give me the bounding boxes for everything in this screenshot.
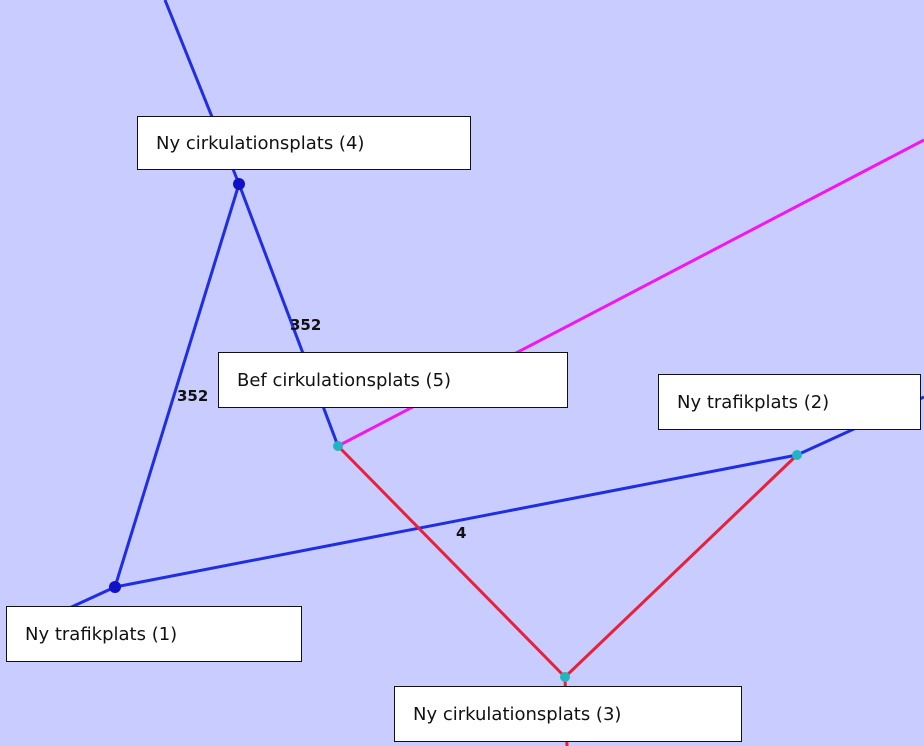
edge-label-4-1: 352 [177,387,209,405]
node-2-point[interactable] [792,450,802,460]
node-label-4[interactable]: Ny cirkulationsplats (4) [137,116,471,170]
link-node-2-to-node-3[interactable] [563,453,799,679]
node-1-point[interactable] [109,581,121,593]
link-node-5-to-node-3[interactable] [336,444,567,679]
link-node-4-to-node-1[interactable] [113,183,241,588]
edge-label-4-5: 352 [290,316,322,334]
node-5-point[interactable] [333,441,343,451]
node-label-3[interactable]: Ny cirkulationsplats (3) [394,686,742,742]
edge-label-1-2: 4 [456,524,467,542]
node-label-2[interactable]: Ny trafikplats (2) [658,374,921,430]
node-3-point[interactable] [560,672,570,682]
link-node-1-to-node-2[interactable] [114,453,798,589]
node-label-1[interactable]: Ny trafikplats (1) [6,606,302,662]
node-4-point[interactable] [233,178,245,190]
node-label-5[interactable]: Bef cirkulationsplats (5) [218,352,568,408]
